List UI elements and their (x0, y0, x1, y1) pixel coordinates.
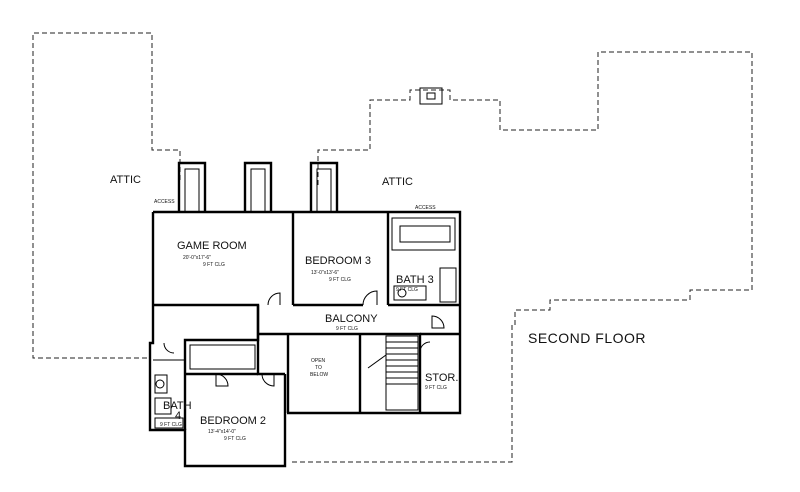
bedroom3-name: BEDROOM 3 (305, 255, 371, 267)
floor-title: SECOND FLOOR (528, 330, 646, 346)
bath4-ceiling: 9 FT CLG (160, 422, 182, 428)
stairs (367, 335, 419, 411)
bedroom3-size: 13'-0"x13'-6" (311, 270, 339, 276)
open-below-line1: OPEN (311, 358, 326, 364)
exterior-wall-west (148, 212, 287, 468)
balcony-name: BALCONY (325, 313, 378, 325)
balcony-ceiling: 9 FT CLG (336, 326, 358, 332)
attic-right-label: ATTIC (382, 176, 413, 188)
dormers (177, 161, 339, 212)
bedroom2-name: BEDROOM 2 (200, 415, 266, 427)
game-room-name: GAME ROOM (177, 240, 247, 252)
vent-box-inner (426, 92, 436, 100)
access-left-label: ACCESS (154, 199, 175, 205)
attic-outline-left (32, 32, 181, 359)
exterior-wall-main (153, 210, 462, 415)
open-below-line3: BELOW (310, 372, 328, 378)
game-room-ceiling: 9 FT CLG (203, 262, 225, 268)
bath4-name-line2: 4 (175, 410, 181, 422)
bath3-name: BATH 3 (396, 274, 434, 286)
open-below-line2: TO (315, 365, 322, 371)
stor-name: STOR. (425, 372, 458, 384)
bath3-ceiling: 9 FT CLG (396, 287, 418, 293)
attic-left-label: ATTIC (110, 174, 141, 186)
bedroom2-ceiling: 9 FT CLG (224, 436, 246, 442)
stor-ceiling: 9 FT CLG (425, 385, 447, 391)
bedroom2-size: 13'-4"x14'-0" (208, 429, 236, 435)
bedroom3-ceiling: 9 FT CLG (329, 277, 351, 283)
fixtures (154, 217, 457, 429)
vent-box (419, 87, 443, 105)
game-room-size: 20'-0"x17'-6" (183, 255, 211, 261)
bath4-name-line1: BATH (163, 400, 192, 412)
access-right-label: ACCESS (415, 205, 436, 211)
door-swings (163, 290, 445, 387)
interior-walls (153, 212, 460, 430)
attic-outline-right (290, 51, 753, 463)
